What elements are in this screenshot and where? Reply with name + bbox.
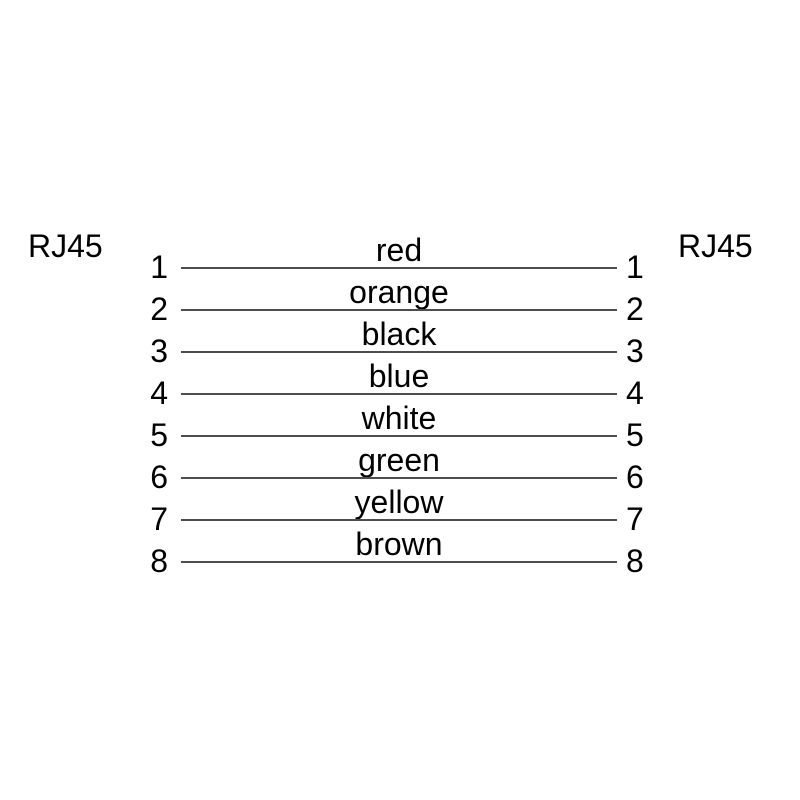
wire-color-label: black [361,316,437,352]
right-connector-label: RJ45 [678,228,753,264]
wire-row-6: 6 green 6 [0,440,800,495]
left-pin-number: 5 [150,417,168,453]
right-pin-number: 4 [626,375,644,411]
right-pin-number: 3 [626,333,644,369]
wire-color-label: green [358,442,440,478]
wire-line [181,393,617,395]
wire-color-label: yellow [354,484,444,520]
right-pin-number: 7 [626,501,644,537]
right-pin-number: 1 [626,249,644,285]
right-pin-number: 2 [626,291,644,327]
wire-color-label: white [361,400,437,436]
wire-row-4: 4 blue 4 [0,356,800,411]
wire-color-label: blue [368,358,430,394]
wire-line [181,519,617,521]
wire-color-label: orange [349,274,449,310]
wire-row-5: 5 white 5 [0,398,800,453]
left-pin-number: 6 [150,459,168,495]
left-pin-number: 7 [150,501,168,537]
wire-line [181,561,617,563]
left-pin-number: 3 [150,333,168,369]
left-pin-number: 1 [150,249,168,285]
left-connector-label: RJ45 [28,228,103,264]
right-pin-number: 5 [626,417,644,453]
wire-line [181,309,617,311]
left-pin-number: 2 [150,291,168,327]
wire-row-7: 7 yellow 7 [0,482,800,537]
wire-line [181,435,617,437]
wire-color-label: red [375,232,423,268]
right-pin-number: 6 [626,459,644,495]
wire-row-8: 8 brown 8 [0,524,800,579]
wire-line [181,267,617,269]
wire-row-2: 2 orange 2 [0,272,800,327]
wire-line [181,477,617,479]
wire-color-label: brown [355,526,443,562]
wire-row-1: 1 red 1 [0,230,800,285]
right-pin-number: 8 [626,543,644,579]
left-pin-number: 4 [150,375,168,411]
left-pin-number: 8 [150,543,168,579]
wire-line [181,351,617,353]
wire-row-3: 3 black 3 [0,314,800,369]
